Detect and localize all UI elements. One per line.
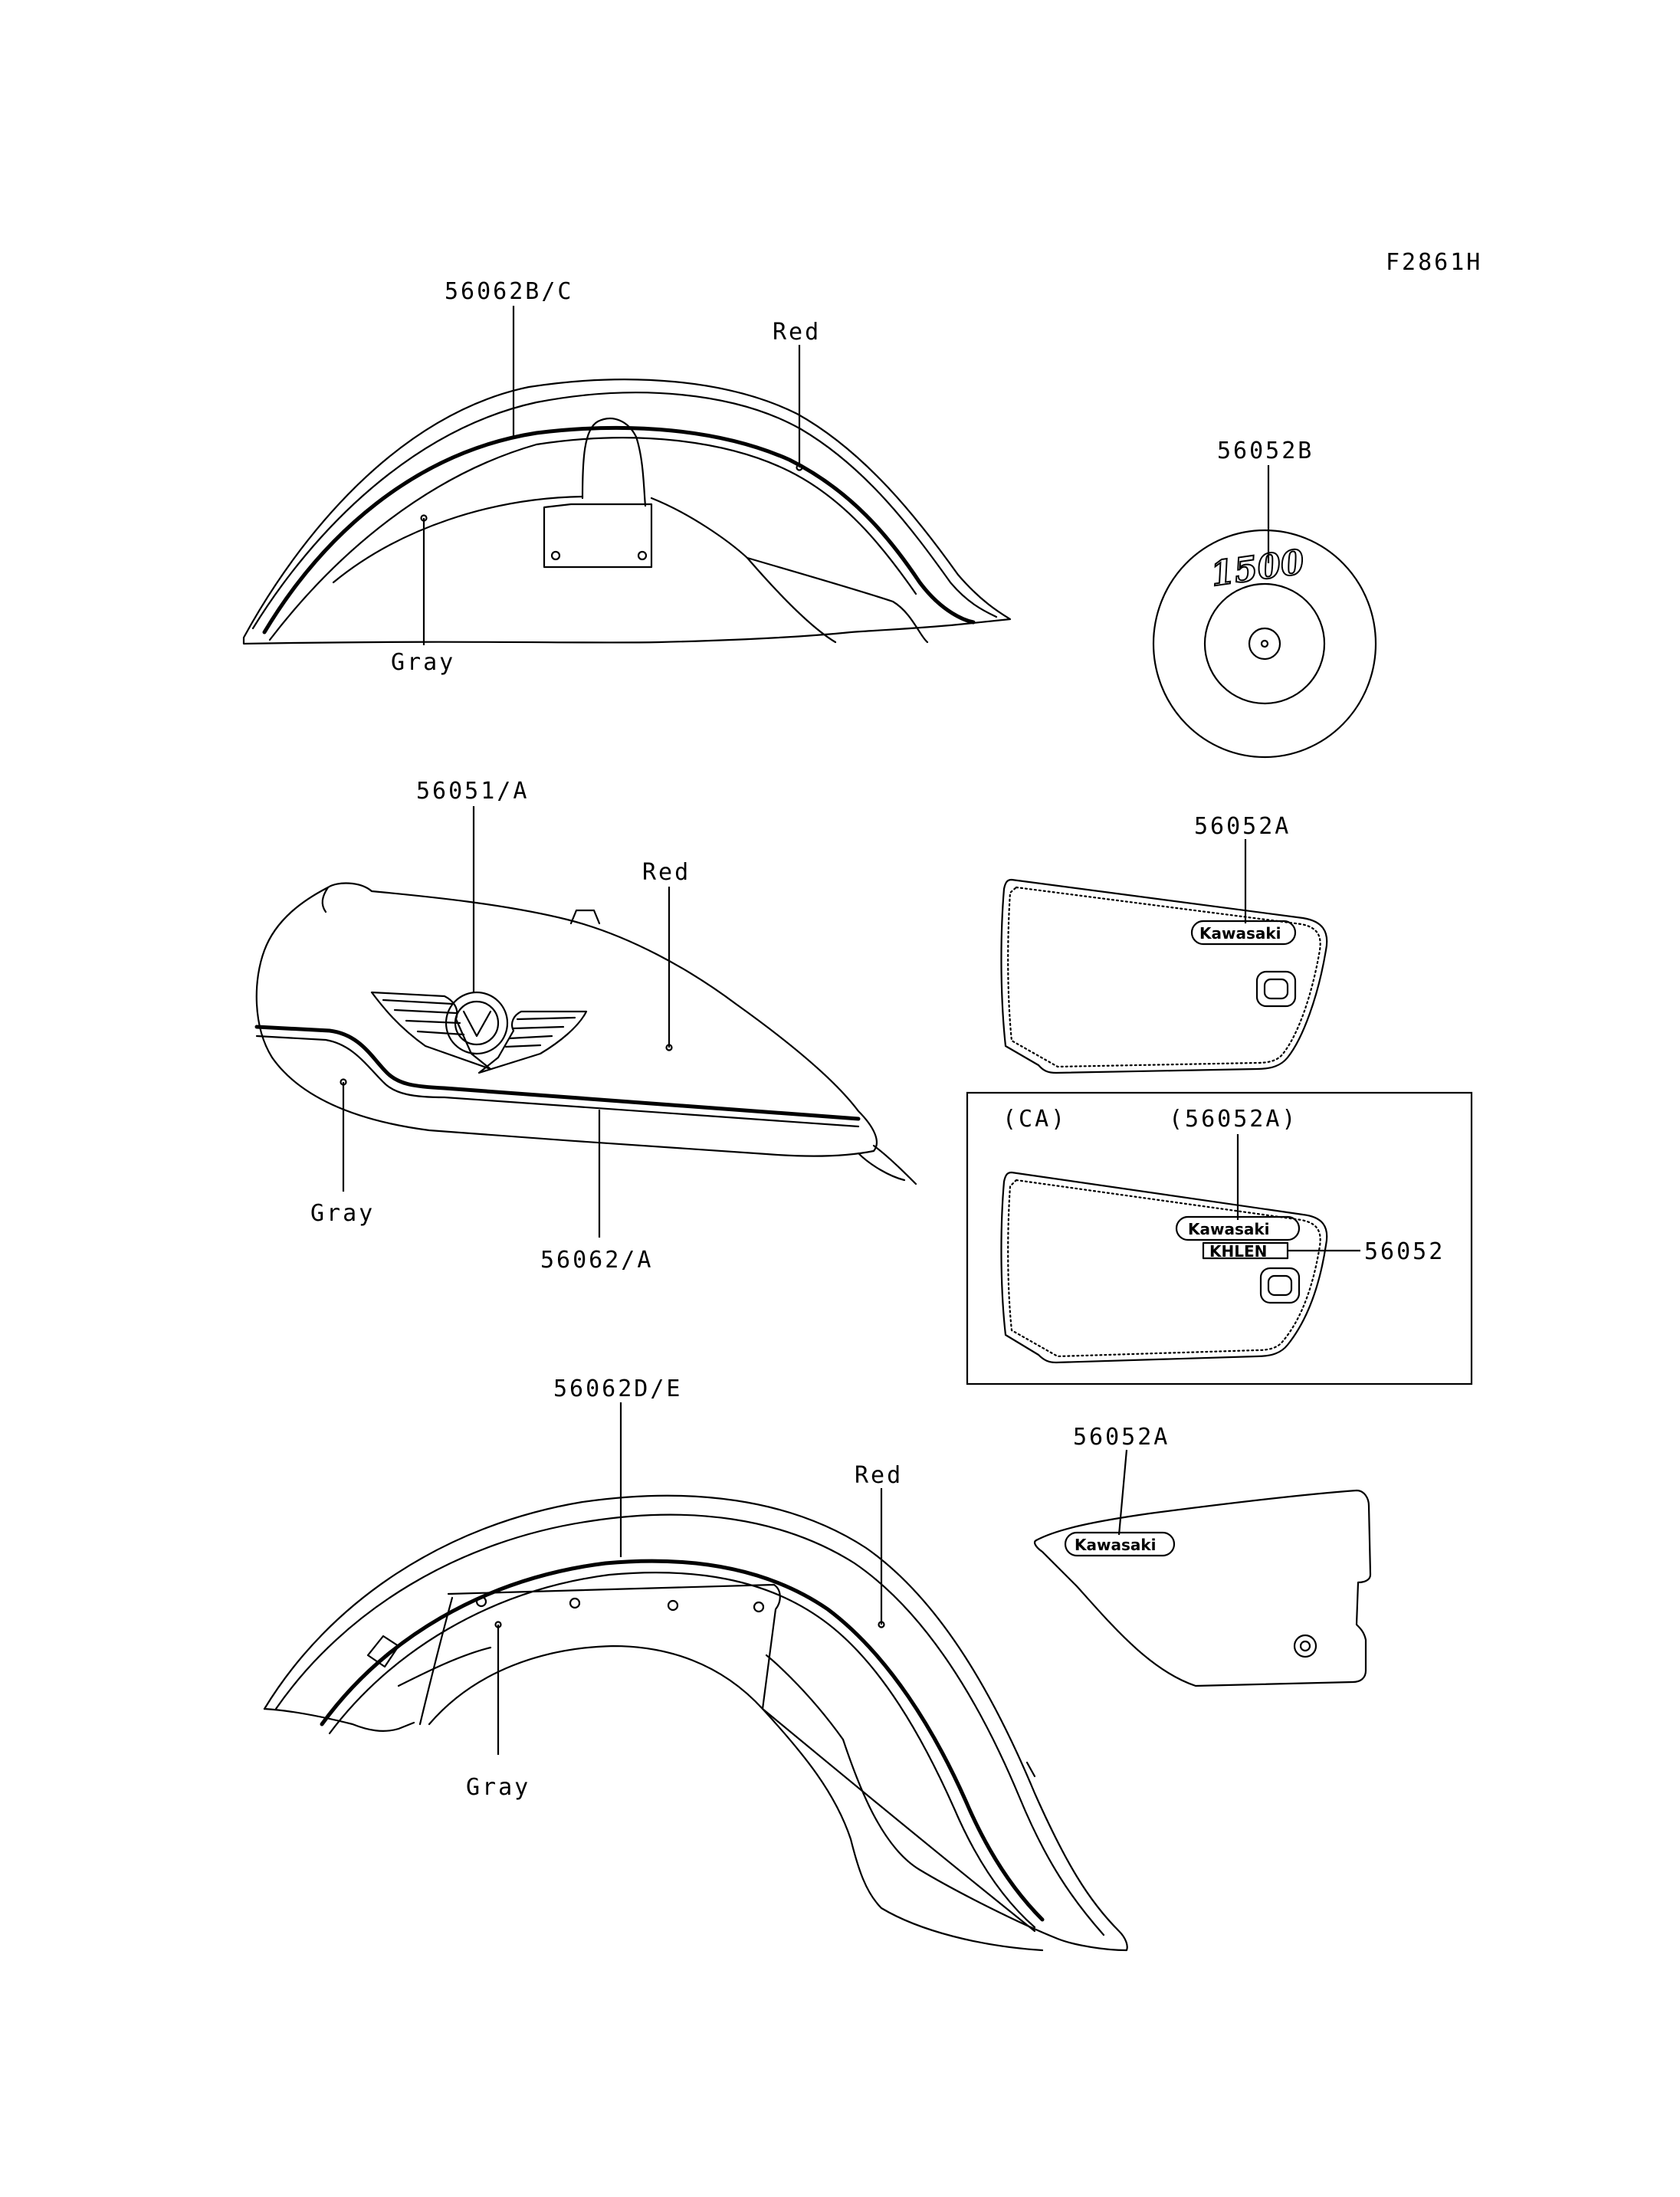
ca-decal-text: KHLEN (1209, 1242, 1267, 1261)
kawasaki-logo-ca: Kawasaki (1188, 1220, 1270, 1238)
label-56052a-ca: (56052A) (1169, 1106, 1298, 1133)
label-56052a-lower: 56052A (1073, 1424, 1170, 1451)
label-56062bc: 56062B/C (445, 278, 574, 305)
kawasaki-logo-upper: Kawasaki (1199, 924, 1281, 943)
leader-56052a-lower (1117, 1449, 1128, 1536)
label-ca: (CA) (1002, 1106, 1067, 1133)
rear-fender (263, 1494, 1128, 1952)
label-56051a: 56051/A (416, 778, 529, 805)
label-56062de: 56062D/E (553, 1376, 683, 1402)
fuel-tank (254, 882, 917, 1185)
label-56062a: 56062/A (540, 1247, 653, 1274)
front-fender (242, 379, 1012, 645)
kawasaki-logo-lower: Kawasaki (1075, 1536, 1157, 1554)
emblem-1500-number: 1500 (1209, 543, 1308, 595)
emblem-1500: 1500 (1152, 529, 1377, 759)
label-56052-ca: 56052 (1364, 1238, 1445, 1265)
label-front-gray: Gray (391, 649, 455, 676)
figure-code: F2861H (1386, 249, 1482, 276)
label-rear-red: Red (855, 1462, 903, 1489)
side-cover-ca: Kawasaki KHLEN (1000, 1171, 1328, 1364)
label-rear-gray: Gray (466, 1774, 530, 1801)
ca-box (966, 1091, 1473, 1385)
label-56052b: 56052B (1217, 438, 1314, 464)
label-front-red: Red (773, 319, 821, 346)
side-cover-upper: Kawasaki (1000, 878, 1328, 1074)
label-56052a-upper: 56052A (1194, 813, 1291, 840)
label-tank-gray: Gray (310, 1200, 375, 1227)
side-cover-lower: Kawasaki (1034, 1489, 1372, 1687)
label-tank-red: Red (642, 859, 691, 886)
